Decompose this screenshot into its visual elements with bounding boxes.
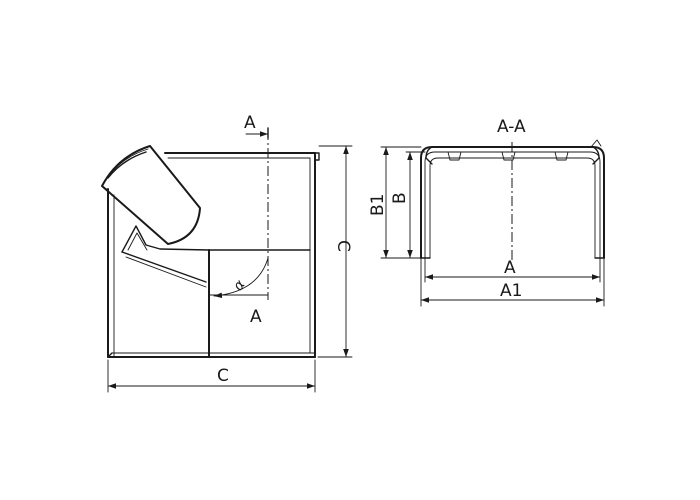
dim-a-label: A	[504, 258, 516, 278]
top-clip-right	[554, 151, 569, 161]
dim-c-vertical-label: C	[333, 240, 353, 252]
dim-c-horizontal-label: C	[217, 366, 229, 386]
corner-body-outline	[107, 152, 320, 358]
dimension-c-horizontal: C	[107, 359, 316, 393]
dimension-a1: A1	[420, 257, 605, 307]
angle-annotation: α	[208, 257, 269, 299]
dimension-b: B	[390, 151, 426, 259]
top-clip-center	[501, 151, 516, 161]
top-clip-left	[447, 151, 462, 161]
dimension-c-vertical: C	[317, 145, 353, 358]
section-view: A-A B1	[368, 117, 605, 307]
section-title: A-A	[497, 117, 526, 137]
dim-b-label: B	[390, 192, 410, 204]
corner-view: A A α C C	[101, 113, 353, 393]
dim-a1-label: A1	[500, 281, 522, 301]
dimension-b1: B1	[368, 146, 422, 259]
angle-label: α	[230, 277, 249, 294]
angled-cap	[101, 145, 201, 245]
section-label-bottom: A	[250, 307, 262, 327]
dimension-a: A	[424, 257, 601, 283]
section-label-top: A	[244, 113, 256, 133]
dim-b1-label: B1	[368, 194, 388, 216]
